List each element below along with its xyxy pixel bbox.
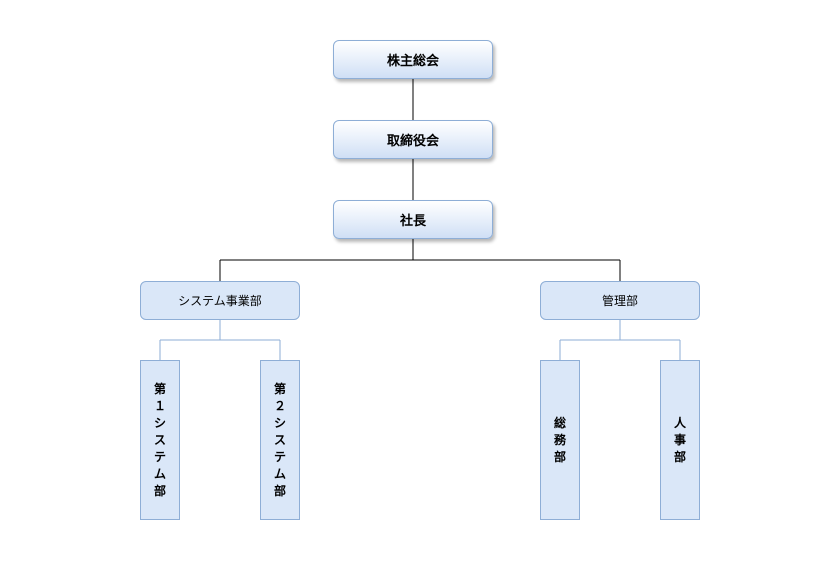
node-label: システム事業部 xyxy=(178,294,262,308)
label-char: シ xyxy=(153,415,166,430)
node-board-of-directors: 取締役会 xyxy=(333,120,493,159)
label-char: シ xyxy=(273,415,286,430)
label-char: 事 xyxy=(673,432,686,447)
label-char: 第 xyxy=(273,381,286,396)
label-char: 部 xyxy=(673,449,686,464)
label-char: 第 xyxy=(153,381,166,396)
label-char: 部 xyxy=(153,483,166,498)
label-char: 総 xyxy=(553,415,566,430)
label-char: ス xyxy=(153,432,166,447)
label-char: 部 xyxy=(273,483,286,498)
node-system-dept-2: 第 ２ システム部 xyxy=(260,360,300,520)
label-char: ム xyxy=(153,466,166,481)
node-shareholders-meeting: 株主総会 xyxy=(333,40,493,79)
label-char: 務 xyxy=(553,432,566,447)
label-char: ス xyxy=(273,432,286,447)
label-char: ２ xyxy=(273,398,286,413)
node-general-affairs: 総務部 xyxy=(540,360,580,520)
node-president: 社長 xyxy=(333,200,493,239)
label-char: テ xyxy=(273,449,286,464)
label-char: 部 xyxy=(553,449,566,464)
vertical-label: 人事部 xyxy=(674,415,686,466)
node-system-dept-1: 第 １ システム部 xyxy=(140,360,180,520)
label-char: １ xyxy=(153,398,166,413)
node-system-division: システム事業部 xyxy=(140,281,300,320)
label-char: 人 xyxy=(673,415,686,430)
node-label: 社長 xyxy=(399,214,426,229)
node-label: 株主総会 xyxy=(386,54,439,69)
vertical-label: 第 ２ システム部 xyxy=(274,381,286,500)
vertical-label: 第 １ システム部 xyxy=(154,381,166,500)
vertical-label: 総務部 xyxy=(554,415,566,466)
label-char: ム xyxy=(273,466,286,481)
node-hr: 人事部 xyxy=(660,360,700,520)
label-char: テ xyxy=(153,449,166,464)
node-label: 管理部 xyxy=(601,294,638,308)
node-admin-division: 管理部 xyxy=(540,281,700,320)
node-label: 取締役会 xyxy=(386,134,439,149)
